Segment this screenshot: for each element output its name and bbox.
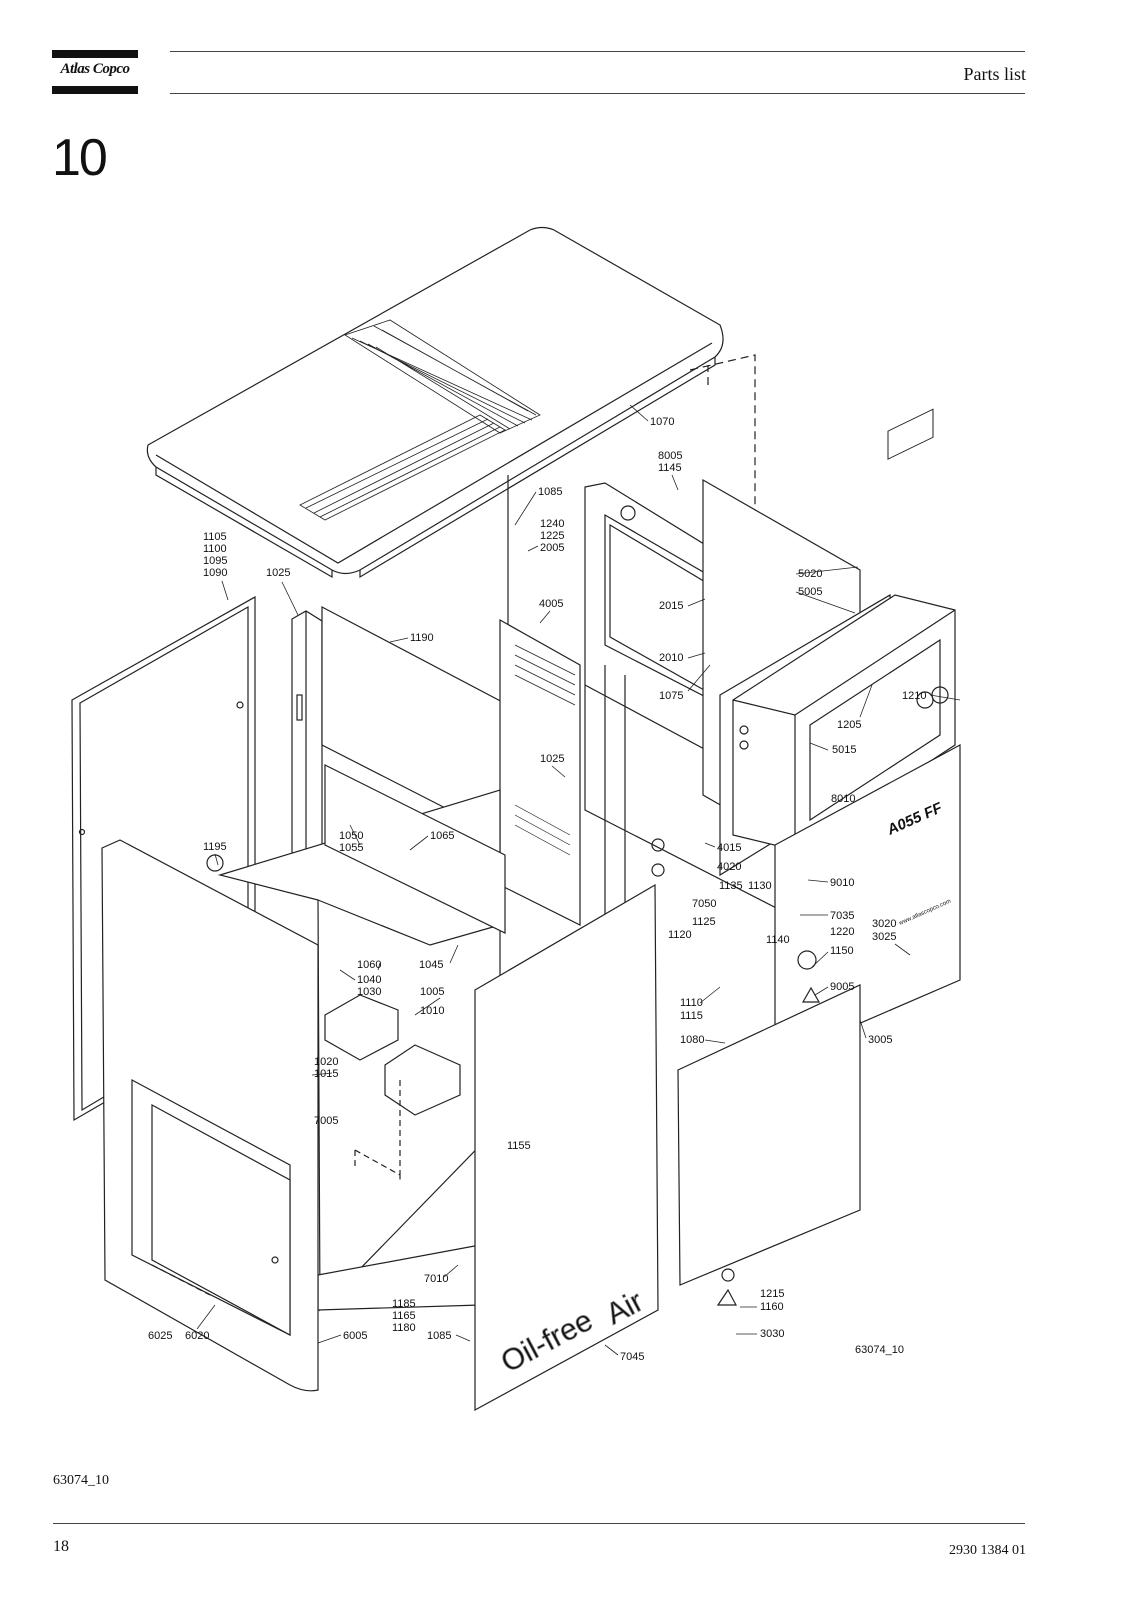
section-number: 10	[52, 129, 108, 187]
callout-1060: 1060	[357, 959, 381, 971]
callout-1165: 1165	[392, 1310, 416, 1322]
callout-1145: 1145	[658, 462, 682, 474]
page-number: 18	[53, 1538, 69, 1555]
callout-1080: 1080	[680, 1034, 704, 1046]
callout-1225: 1225	[540, 530, 564, 542]
figure-reference: 63074_10	[53, 1473, 109, 1488]
callout-1220: 1220	[830, 926, 854, 938]
callout-1210: 1210	[902, 690, 926, 702]
drawing-id: 63074_10	[855, 1344, 904, 1356]
callout-1185: 1185	[392, 1298, 416, 1310]
callout-1190: 1190	[410, 632, 434, 644]
callout-1180: 1180	[392, 1322, 416, 1334]
logo-bar-bottom	[52, 86, 138, 94]
callout-1005: 1005	[420, 986, 444, 998]
left-post	[291, 610, 323, 874]
callout-1010: 1010	[420, 1005, 444, 1017]
front-left-panel	[101, 839, 319, 1392]
callout-4015: 4015	[717, 842, 741, 854]
leader-lines	[196, 404, 961, 1356]
callout-1125: 1125	[692, 916, 716, 928]
callout-1155: 1155	[507, 1140, 531, 1152]
callout-1110: 1110	[680, 997, 703, 1009]
callout-5005: 5005	[798, 586, 822, 598]
callout-1135: 1135	[719, 880, 743, 892]
callout-1040: 1040	[357, 974, 381, 986]
bracket-1005	[324, 994, 399, 1061]
callout-1240: 1240	[540, 518, 564, 530]
assembly-dashed-line	[354, 1080, 401, 1180]
callout-3025: 3025	[872, 931, 896, 943]
hose-clamp-1160	[721, 1268, 735, 1282]
callout-1025-2: 1025	[540, 753, 564, 765]
exploded-parts-drawing: Oil-free Air 1070 8005 1145 1085 1240 12…	[71, 226, 961, 1412]
callout-1215: 1215	[760, 1288, 784, 1300]
callout-1020: 1020	[314, 1056, 338, 1068]
callout-1115: 1115	[680, 1010, 703, 1022]
callout-1105: 1105	[203, 531, 227, 543]
callout-1085-2: 1085	[427, 1330, 451, 1342]
front-control-panel	[774, 408, 961, 1061]
header-rule-top	[170, 51, 1025, 52]
atlas-copco-logo: Atlas Copco	[52, 50, 138, 94]
callout-1120: 1120	[668, 929, 692, 941]
callout-5015: 5015	[832, 744, 856, 756]
callout-1150: 1150	[830, 945, 854, 957]
callout-6020: 6020	[185, 1330, 209, 1342]
callout-2005: 2005	[540, 542, 564, 554]
warning-sticker-3030	[716, 1288, 737, 1306]
assembly-dashed-line-2	[151, 1264, 211, 1296]
rear-frame	[499, 475, 581, 926]
callout-1030: 1030	[357, 986, 381, 998]
callout-5020: 5020	[798, 568, 822, 580]
callout-1025: 1025	[266, 567, 290, 579]
callout-6025: 6025	[148, 1330, 172, 1342]
top-cover	[146, 226, 724, 579]
callout-3020: 3020	[872, 918, 896, 930]
callout-1050: 1050	[339, 830, 363, 842]
callout-1095: 1095	[203, 555, 227, 567]
header-title: Parts list	[963, 64, 1026, 84]
callout-7050: 7050	[692, 898, 716, 910]
front-center-door: Oil-free Air	[474, 883, 659, 1412]
callout-9005: 9005	[830, 981, 854, 993]
callout-1055: 1055	[339, 842, 363, 854]
document-number: 2930 1384 01	[949, 1543, 1026, 1558]
header-rule-bottom	[170, 93, 1025, 94]
logo-bar-top	[52, 50, 138, 58]
callout-1085: 1085	[538, 486, 562, 498]
callout-3030: 3030	[760, 1328, 784, 1340]
callout-3005: 3005	[868, 1034, 892, 1046]
callout-1100: 1100	[203, 543, 227, 555]
callout-1090: 1090	[203, 567, 227, 579]
callout-1130: 1130	[748, 880, 772, 892]
callout-7045: 7045	[620, 1351, 644, 1363]
callout-1045: 1045	[419, 959, 443, 971]
callout-7005: 7005	[314, 1115, 338, 1127]
callout-1140: 1140	[766, 934, 790, 946]
callout-7035: 7035	[830, 910, 854, 922]
callout-1065: 1065	[430, 830, 454, 842]
callout-1070: 1070	[650, 416, 674, 428]
callout-4020: 4020	[717, 861, 741, 873]
callout-2010: 2010	[659, 652, 683, 664]
callout-8005: 8005	[658, 450, 682, 462]
callout-8010: 8010	[831, 793, 855, 805]
callout-9010: 9010	[830, 877, 854, 889]
callout-7010: 7010	[424, 1273, 448, 1285]
footer-rule	[53, 1523, 1025, 1524]
callout-1160: 1160	[760, 1301, 784, 1313]
bracket-1010	[384, 1044, 461, 1116]
callout-6005: 6005	[343, 1330, 367, 1342]
callout-2015: 2015	[659, 600, 683, 612]
logo-text: Atlas Copco	[60, 61, 130, 77]
electrical-cabinet	[732, 594, 956, 851]
callout-1195: 1195	[203, 841, 227, 853]
right-side-panel	[677, 984, 861, 1286]
callout-1015: 1015	[314, 1068, 338, 1080]
callout-1205: 1205	[837, 719, 861, 731]
callout-1075: 1075	[659, 690, 683, 702]
callout-4005: 4005	[539, 598, 563, 610]
